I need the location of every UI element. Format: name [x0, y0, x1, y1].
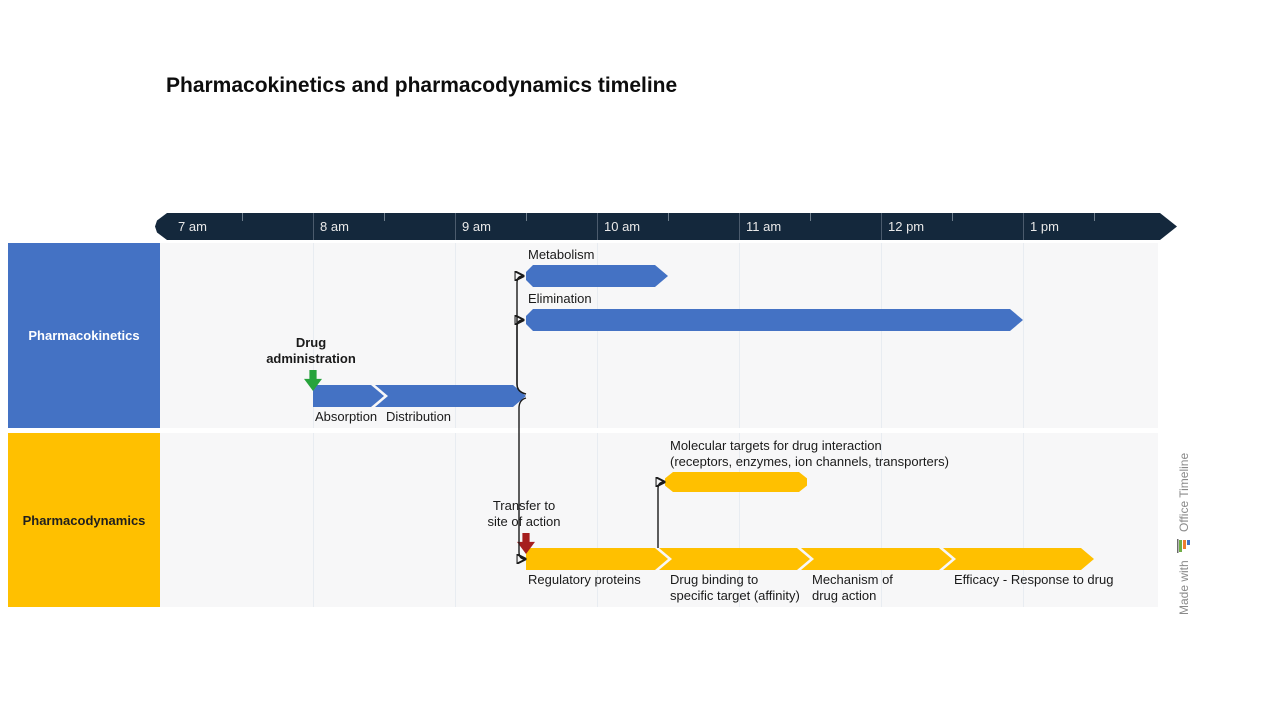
task-label-molecular-targets: Molecular targets for drug interaction (…: [670, 438, 949, 469]
lane-label-pharmacodynamics: Pharmacodynamics: [8, 433, 160, 607]
hour-gridline: [313, 433, 314, 607]
task-bar-metabolism: [526, 265, 668, 287]
task-label-regulatory-proteins: Regulatory proteins: [528, 572, 641, 587]
half-hour-tick: [242, 213, 243, 221]
hour-tick-line: [739, 213, 740, 240]
task-label-mechanism: Mechanism of drug action: [812, 572, 893, 603]
half-hour-tick: [384, 213, 385, 221]
hour-tick-line: [1023, 213, 1024, 240]
hour-gridline: [1023, 243, 1024, 428]
watermark: Made with Office Timeline: [1172, 425, 1196, 615]
hour-label-12-pm: 12 pm: [888, 219, 925, 234]
hour-label-11-am: 11 am: [746, 219, 782, 234]
hour-gridline: [455, 243, 456, 428]
task-label-elimination: Elimination: [528, 291, 592, 306]
hour-gridline: [313, 243, 314, 428]
task-bar-absorption: [313, 385, 384, 407]
task-bar-drug-binding: [659, 548, 810, 570]
hour-label-7-am: 7 am: [178, 219, 207, 234]
office-timeline-logo-icon: [1177, 539, 1191, 554]
timeline-header-band: 7 am 8 am 9 am 10 am 11 am 12 pm 1 pm: [155, 213, 1177, 240]
hour-label-1-pm: 1 pm: [1030, 219, 1059, 234]
task-bar-elimination: [526, 309, 1023, 331]
task-label-absorption: Absorption: [315, 409, 378, 424]
task-bar-distribution: [375, 385, 526, 407]
hour-tick-line: [597, 213, 598, 240]
hour-gridline: [881, 243, 882, 428]
task-bar-regulatory-proteins: [526, 548, 668, 570]
hour-tick-line: [881, 213, 882, 240]
hour-gridline: [597, 243, 598, 428]
half-hour-tick: [668, 213, 669, 221]
milestone-label-transfer-to-site: Transfer to site of action: [487, 498, 561, 529]
task-bar-mechanism: [801, 548, 952, 570]
hour-gridline: [739, 243, 740, 428]
half-hour-tick: [810, 213, 811, 221]
task-bar-molecular-targets: [665, 472, 807, 492]
page-title: Pharmacokinetics and pharmacodynamics ti…: [166, 74, 678, 97]
hour-tick-line: [455, 213, 456, 240]
half-hour-tick: [1094, 213, 1095, 221]
task-label-distribution: Distribution: [386, 409, 452, 424]
hour-label-10-am: 10 am: [604, 219, 641, 234]
watermark-brand: Office Timeline: [1177, 453, 1191, 533]
task-label-drug-binding: Drug binding to specific target (affinit…: [670, 572, 800, 603]
hour-gridline: [455, 433, 456, 607]
hour-gridline: [597, 433, 598, 607]
half-hour-tick: [526, 213, 527, 221]
task-label-efficacy: Efficacy - Response to drug: [954, 572, 1114, 587]
task-bar-efficacy: [943, 548, 1094, 570]
hour-gridline: [1023, 433, 1024, 607]
milestone-label-drug-administration: Drug administration: [266, 335, 356, 366]
hour-gridline: [881, 433, 882, 607]
hour-gridline: [739, 433, 740, 607]
hour-label-8-am: 8 am: [320, 219, 349, 234]
half-hour-tick: [952, 213, 953, 221]
hour-label-9-am: 9 am: [462, 219, 491, 234]
watermark-made-with: Made with: [1177, 560, 1191, 615]
task-label-metabolism: Metabolism: [528, 247, 595, 262]
lane-label-pharmacokinetics: Pharmacokinetics: [8, 243, 160, 428]
hour-tick-line: [313, 213, 314, 240]
